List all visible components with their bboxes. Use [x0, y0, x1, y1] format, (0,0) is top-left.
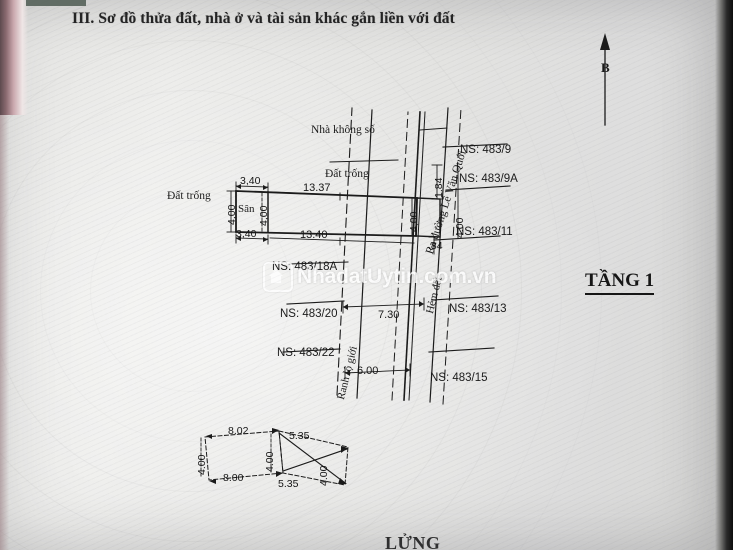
- parcel-number-left-1: NS: 483/20: [280, 308, 338, 320]
- label-house-no-number: Nhà không số: [311, 124, 375, 136]
- dim-alley-width-lower: 6.00: [357, 365, 379, 377]
- photo-top-edge: [26, 0, 86, 6]
- parcel-number-right-3: NS: 483/13: [449, 303, 507, 315]
- label-empty-land-left: Đất trống: [167, 190, 211, 202]
- dim-right-height: 4,00: [408, 211, 420, 232]
- photo-left-edge: [0, 0, 28, 115]
- dim-bottom-fig-top-left: 8.02: [228, 425, 249, 437]
- dim-left-height: 4,00: [226, 204, 238, 225]
- photo-left-edge-shadow: [0, 0, 9, 550]
- north-arrow-label: B: [601, 60, 610, 75]
- parcel-number-right-0: NS: 483/9: [460, 144, 512, 156]
- dim-bottom-fig-middle-height: 4.00: [264, 451, 276, 472]
- parcel-number-right-1: NS: 483/9A: [459, 173, 518, 185]
- dim-top-length: 13.37: [303, 182, 331, 194]
- parcel-number-left-2: NS: 483/22: [277, 347, 335, 359]
- photo-right-edge: [715, 0, 733, 550]
- dim-bottom-length: 13.40: [300, 229, 328, 241]
- dim-road-side-height: 4.00: [454, 217, 466, 238]
- dim-bottom-left-width: 3,40: [236, 228, 257, 240]
- parcel-number-right-2: NS: 483/11: [456, 226, 513, 238]
- parcel-number-right-4: NS: 483/15: [430, 372, 488, 384]
- dim-bottom-fig-left-height: 4.00: [196, 454, 208, 475]
- dim-right-edge-lower: .84: [428, 240, 443, 252]
- dim-right-edge-upper: 1.84: [433, 177, 445, 198]
- dim-bottom-fig-bottom-left: 8.00: [223, 472, 244, 484]
- label-yard: Sân: [238, 203, 255, 215]
- dim-alley-width-upper: 7.30: [378, 309, 400, 321]
- mezzanine-label: LỬNG: [385, 533, 441, 550]
- dim-bottom-fig-bottom-right: 5.35: [278, 478, 299, 490]
- page-title: III. Sơ đồ thửa đất, nhà ở và tài sản kh…: [72, 10, 455, 27]
- dim-inner-height: 4,00: [258, 205, 270, 226]
- dim-top-left-width: 3,40: [240, 175, 261, 187]
- floor-label: TẦNG 1: [585, 270, 655, 295]
- label-empty-land-top: Đất trống: [325, 168, 369, 180]
- dim-bottom-fig-top-right: 5.35: [289, 430, 310, 442]
- parcel-number-left-0: NS: 483/18A: [272, 261, 338, 273]
- dim-bottom-fig-right-height: 4.00: [318, 465, 330, 486]
